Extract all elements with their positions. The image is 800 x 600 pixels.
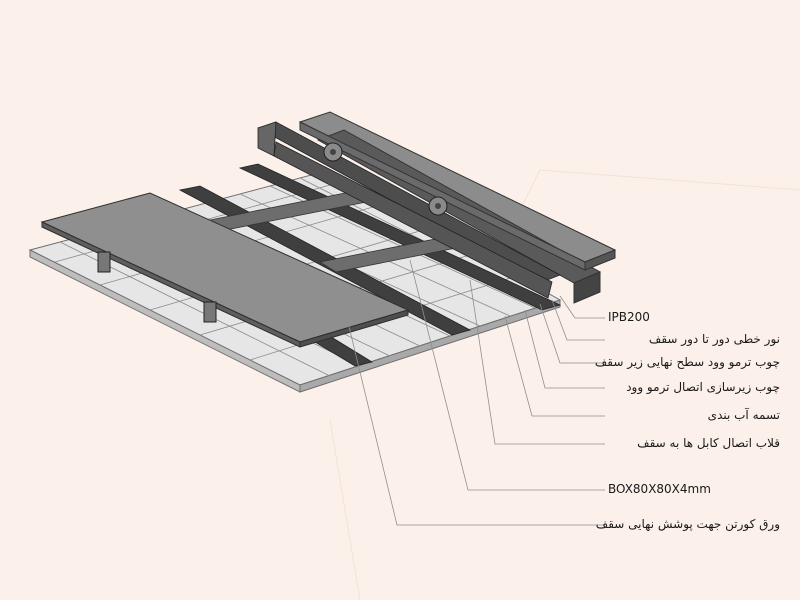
label-thermo-wood-finish: چوب ترمو وود سطح نهایی زیر سقف — [594, 355, 780, 369]
leader-lines — [344, 259, 605, 526]
ipb200-beam — [256, 111, 617, 304]
label-ipb200: IPB200 — [608, 310, 650, 324]
label-thermo-wood-substructure: چوب زیرسازی اتصال ترمو وود — [626, 380, 780, 394]
label-corten-sheet: ورق کورتن جهت پوشش نهایی سقف — [595, 517, 780, 531]
corten-panel — [40, 192, 410, 348]
label-linear-light: نور خطی دور تا دور سقف — [648, 332, 780, 346]
label-cable-hook: قلاب اتصال کابل ها به سقف — [637, 436, 780, 450]
label-waterproof-strip: تسمه آب بندی — [707, 408, 780, 422]
room-outline — [329, 169, 800, 600]
label-box-section: BOX80X80X4mm — [608, 482, 711, 496]
